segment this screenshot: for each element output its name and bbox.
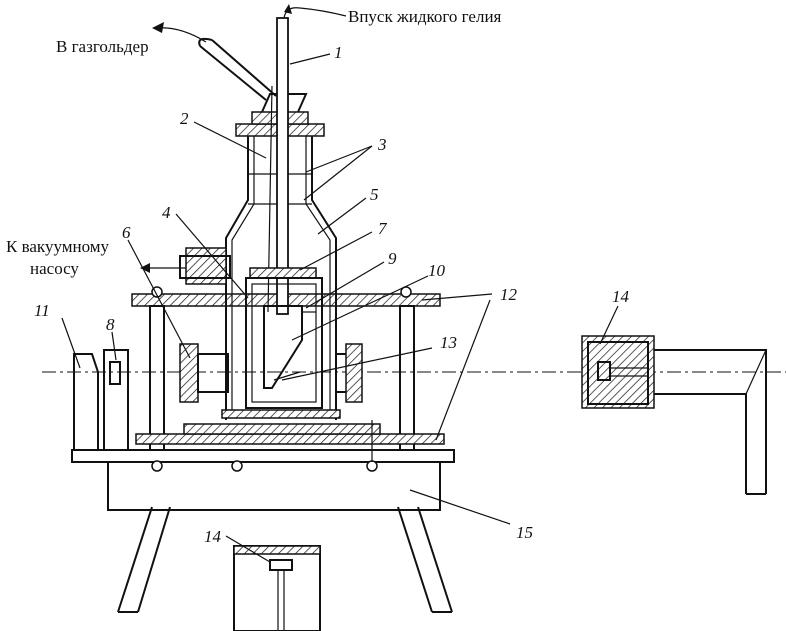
stand-legs — [117, 506, 453, 613]
part-number-14-right: 14 — [612, 287, 630, 306]
lower-plate — [135, 433, 445, 445]
part-number-10: 10 — [428, 261, 446, 280]
part-number-12: 12 — [500, 285, 518, 304]
window-left — [179, 343, 229, 403]
leader-lines — [61, 53, 619, 563]
part-number-8: 8 — [106, 315, 115, 334]
part-number-14-bottom: 14 — [204, 527, 222, 546]
light-source — [73, 349, 129, 451]
baseplate — [71, 449, 455, 463]
detector-right — [581, 335, 767, 495]
part-number-3: 3 — [377, 135, 387, 154]
part-number-6: 6 — [122, 223, 131, 242]
sample-chamber — [221, 267, 341, 419]
part-number-2: 2 — [180, 109, 189, 128]
part-number-11: 11 — [34, 301, 50, 320]
window-right — [335, 343, 363, 403]
detector-bottom — [233, 545, 321, 631]
part-number-13: 13 — [440, 333, 457, 352]
label-helium-inlet: Впуск жидкого гелия — [348, 7, 502, 26]
part-number-9: 9 — [388, 249, 397, 268]
label-vacuum-pump-2: насосу — [30, 259, 79, 278]
label-vacuum-pump-1: К вакуумному — [6, 237, 110, 256]
part-number-15: 15 — [516, 523, 533, 542]
gasholder-tube — [152, 22, 277, 101]
support-columns — [149, 305, 415, 451]
part-number-1: 1 — [334, 43, 343, 62]
label-gasholder: В газгольдер — [56, 37, 149, 56]
part-number-4: 4 — [162, 203, 171, 222]
sliding-plate — [183, 423, 381, 435]
part-number-5: 5 — [370, 185, 379, 204]
vacuum-port — [140, 247, 231, 285]
part-number-7: 7 — [378, 219, 388, 238]
